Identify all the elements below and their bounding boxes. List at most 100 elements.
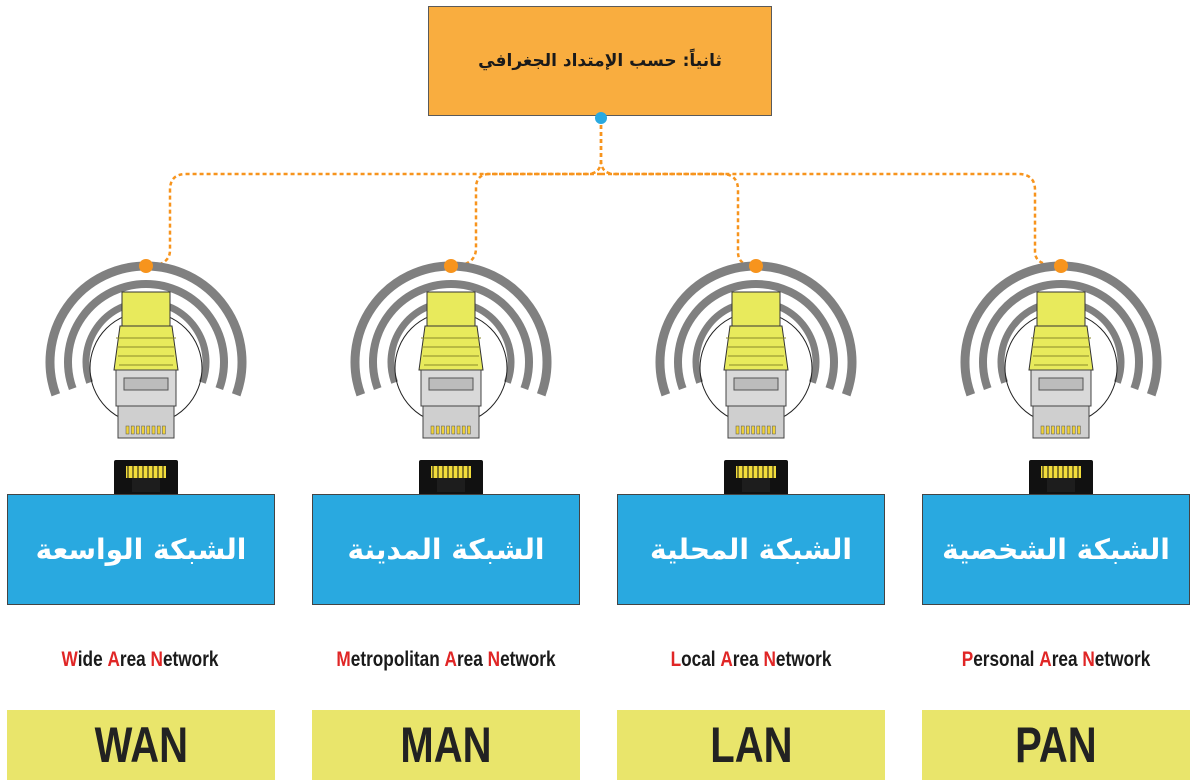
word-rest: rea [732,648,759,671]
plug-pin [451,425,456,435]
connector-man [450,172,601,268]
abbr-box-pan: PAN [922,710,1190,780]
plug-pin [162,425,166,435]
plug-pin [1066,425,1071,435]
plug-pin [1045,425,1050,435]
plug-pin [1071,425,1076,435]
ethernet-plug-icon [1028,291,1094,439]
network-box-man: الشبكة المدينة [312,494,580,605]
initial-letter: L [670,648,682,671]
plug-clip [428,377,474,391]
initial-letter: A [444,648,457,671]
plug-pin [456,425,461,435]
plug-cable [731,291,781,327]
connector-wan [145,118,603,268]
initial-letter: M [336,648,351,671]
network-box-wan: الشبكة الواسعة [7,494,275,605]
network-box-lan: الشبكة المحلية [617,494,885,605]
abbr-label: PAN [1015,717,1097,773]
root-connector-dot [595,112,607,124]
plug-pin [1077,425,1081,435]
network-icon-lan [655,259,857,496]
plug-pin [446,425,450,435]
plug-pin [772,425,776,435]
abbr-label: WAN [94,717,188,773]
signal-arc [674,280,838,391]
rj45-port-icon [724,460,788,496]
word-rest: etwork [775,648,832,671]
connection-dot [1054,259,1068,273]
plug-cable [426,291,476,327]
plug-pin [467,425,471,435]
plug-clip [123,377,169,391]
rj45-port-icon [114,460,178,496]
abbr-box-lan: LAN [617,710,885,780]
plug-boot [113,325,179,371]
plug-pin [1061,425,1066,435]
port-latch [742,478,770,492]
ethernet-plug-icon [418,291,484,439]
network-icons [45,259,1162,496]
signal-arc [979,280,1143,391]
initial-letter: N [1082,648,1095,671]
network-arabic-label: الشبكة المحلية [650,533,852,566]
word-rest: rea [1051,648,1078,671]
initial-letter: A [1039,648,1052,671]
rj45-port-icon [1029,460,1093,496]
plug-pin [735,425,740,435]
connector-pan [599,118,1062,268]
plug-pin [1040,425,1045,435]
word-rest: etwork [1094,648,1151,671]
plug-cable [1036,291,1086,327]
initial-letter: A [720,648,733,671]
connector-lines [145,112,1062,268]
abbr-label: LAN [709,717,793,773]
network-icon-wan [45,259,247,496]
root-label: ثانياً: حسب الإمتداد الجغرافي [478,51,722,71]
network-box-pan: الشبكة الشخصية [922,494,1190,605]
port-pins [1041,466,1081,478]
port-latch [437,478,465,492]
plug-pin [136,425,140,435]
word-rest: etropolitan [350,648,440,671]
plug-pin [761,425,766,435]
word-rest: ide [77,648,103,671]
plug-pin [435,425,440,435]
ethernet-plug-icon [113,291,179,439]
plug-pin [441,425,445,435]
network-arabic-label: الشبكة المدينة [347,533,545,566]
port-pins [736,466,776,478]
plug-pin [130,425,135,435]
rj45-port-icon [419,460,483,496]
plug-pin [430,425,435,435]
initial-letter: N [763,648,776,671]
abbr-box-wan: WAN [7,710,275,780]
plug-pin [746,425,750,435]
network-arabic-label: الشبكة الشخصية [942,533,1170,566]
ethernet-plug-icon [723,291,789,439]
network-icon-pan [960,259,1162,496]
abbr-label: MAN [400,717,492,773]
port-latch [132,478,160,492]
initial-letter: P [961,648,974,671]
initial-letter: A [107,648,120,671]
word-rest: ocal [681,648,716,671]
plug-clip [733,377,779,391]
plug-pin [751,425,755,435]
plug-boot [418,325,484,371]
plug-pin [151,425,156,435]
plug-pin [1056,425,1060,435]
plug-boot [723,325,789,371]
plug-pin [146,425,151,435]
plug-pin [461,425,466,435]
connection-dot [139,259,153,273]
connector-lan [601,172,757,268]
word-rest: rea [456,648,483,671]
network-arabic-label: الشبكة الواسعة [35,533,247,566]
signal-arc [369,280,533,391]
port-pins [126,466,166,478]
